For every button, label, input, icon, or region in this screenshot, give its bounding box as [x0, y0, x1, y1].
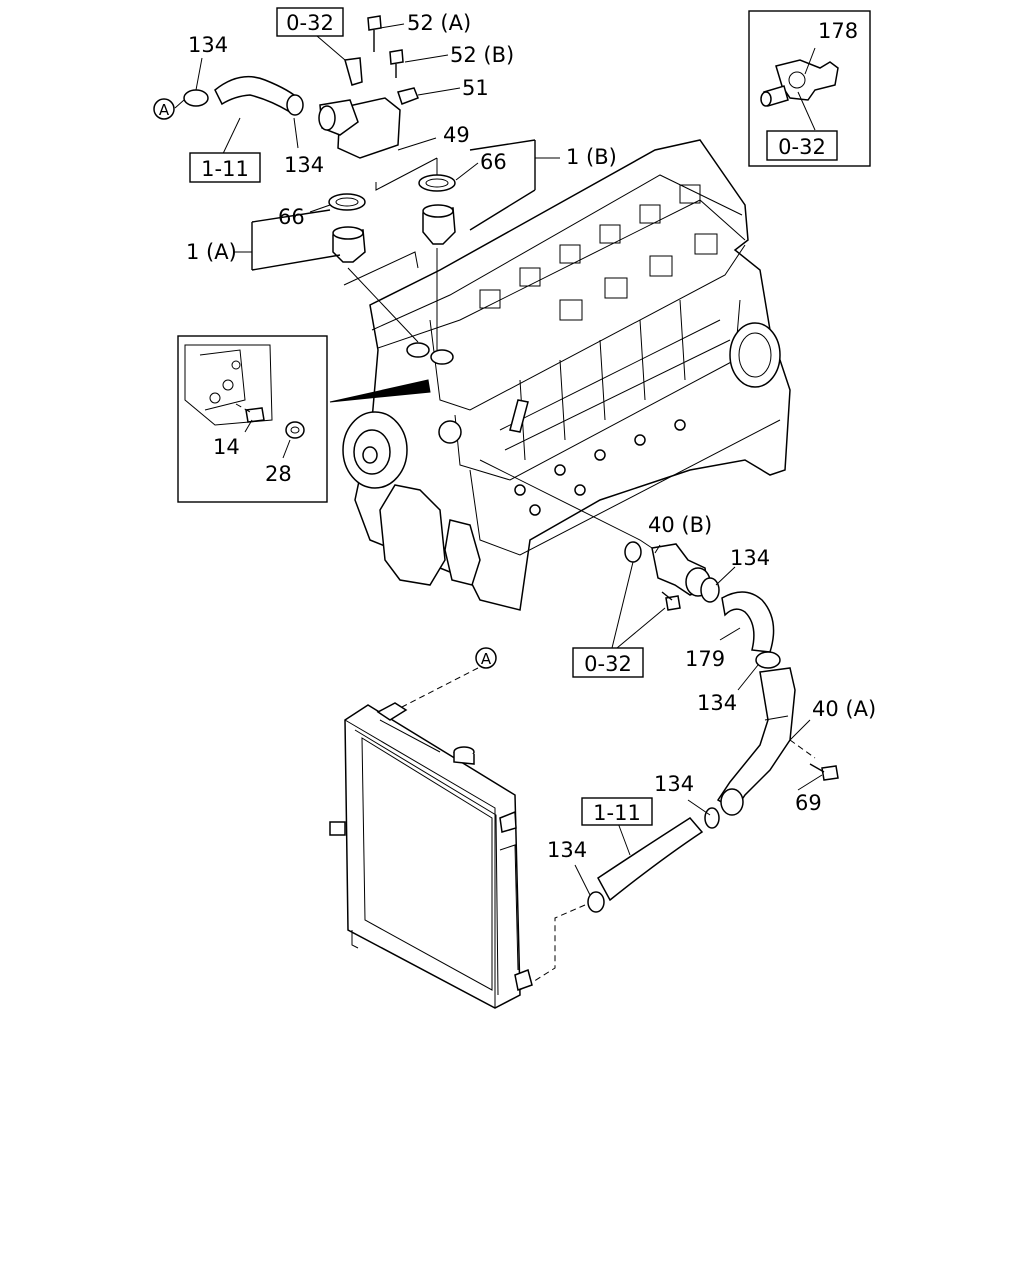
svg-text:1-11: 1-11 — [593, 801, 641, 825]
lower-bolts — [514, 419, 686, 516]
lower-hose-group — [479, 459, 839, 991]
svg-text:A: A — [481, 650, 492, 668]
callout-52a: 52 (A) — [407, 11, 471, 35]
radiator — [329, 702, 533, 1009]
detail-inset — [177, 335, 328, 503]
callout-134-lower: 134 — [697, 691, 737, 715]
callout-134-pump: 134 — [730, 546, 770, 570]
callout-179: 179 — [685, 647, 725, 671]
callout-1b: 1 (B) — [566, 145, 617, 169]
marker-a-radiator: A — [475, 647, 497, 669]
callout-1a: 1 (A) — [186, 240, 237, 264]
callout-labels: 134 52 (A) 52 (B) 51 49 134 66 1 (B) 66 … — [186, 11, 876, 862]
ref-box-1-11-lower: 1-11 — [581, 797, 653, 826]
callout-52b: 52 (B) — [450, 43, 514, 67]
callout-134-top: 134 — [188, 33, 228, 57]
callout-134-rad: 134 — [547, 838, 587, 862]
callout-134-mid: 134 — [284, 153, 324, 177]
thermostat-housing-group — [183, 15, 456, 350]
callout-178: 178 — [818, 19, 858, 43]
svg-text:1-11: 1-11 — [201, 157, 249, 181]
callout-49: 49 — [443, 123, 470, 147]
bracket-1a — [251, 209, 341, 271]
callout-40a: 40 (A) — [812, 697, 876, 721]
ref-box-0-32-lower: 0-32 — [572, 647, 644, 678]
leader-lines — [174, 23, 823, 896]
svg-text:0-32: 0-32 — [286, 11, 334, 35]
thermostat-1b — [422, 204, 456, 245]
svg-text:0-32: 0-32 — [778, 135, 826, 159]
callout-134-hose: 134 — [654, 772, 694, 796]
engine-block — [342, 139, 791, 611]
callout-66-right: 66 — [480, 150, 507, 174]
marker-a-left: A — [153, 98, 175, 120]
callout-40b: 40 (B) — [648, 513, 712, 537]
thermostat-1a — [332, 226, 366, 263]
detail-pointer — [329, 379, 431, 403]
head-bosses — [479, 184, 718, 321]
callout-69: 69 — [795, 791, 822, 815]
a-link — [399, 667, 479, 709]
flywheel-housing — [729, 322, 781, 388]
svg-text:0-32: 0-32 — [584, 652, 632, 676]
ref-box-0-32-inset: 0-32 — [766, 130, 838, 161]
svg-text:A: A — [159, 101, 170, 119]
callout-51: 51 — [462, 76, 489, 100]
callout-28: 28 — [265, 462, 292, 486]
bracket-1b — [469, 139, 536, 231]
callout-66-left: 66 — [278, 205, 305, 229]
callout-14: 14 — [213, 435, 240, 459]
ref-box-0-32-top: 0-32 — [276, 7, 344, 37]
water-pump-pulley — [342, 411, 408, 489]
ref-box-1-11-top: 1-11 — [189, 152, 261, 183]
